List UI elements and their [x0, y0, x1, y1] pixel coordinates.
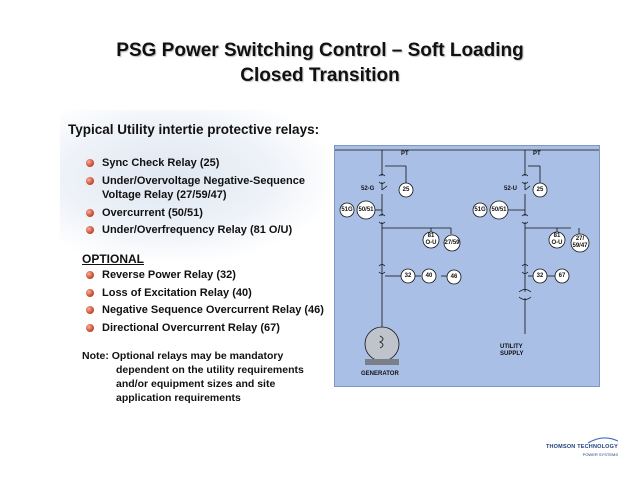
list-item: Under/Overvoltage Negative-Sequence Volt… [86, 174, 326, 203]
relays-heading: Typical Utility intertie protective rela… [68, 122, 320, 137]
list-item: Loss of Excitation Relay (40) [86, 286, 336, 301]
relay-51g-left-label: 51G [341, 207, 353, 213]
relay-67-right-label: 67 [558, 273, 566, 279]
relay-2759-left [443, 234, 461, 252]
logo-tagline: POWER SYSTEMS [582, 452, 618, 457]
typical-relay-list: Sync Check Relay (25) Under/Overvoltage … [86, 156, 326, 241]
relay-32-left [400, 268, 416, 284]
relay-27-right [570, 233, 590, 253]
relay-81-left-label: 81 O-U [425, 233, 437, 246]
relay-5051-left-label: 50/51 [358, 207, 374, 213]
relay-51g-right-label: 51G [474, 207, 486, 213]
relay-40-left [421, 268, 437, 284]
bullet-icon [86, 306, 94, 314]
relay-81-right-label: 81 O-U [551, 233, 563, 246]
relay-25-left-label: 25 [402, 187, 410, 193]
relay-67-right [554, 268, 570, 284]
bullet-icon [86, 271, 94, 279]
title-line-2: Closed Transition [240, 65, 400, 86]
bullet-icon [86, 288, 94, 297]
slide-title: PSG Power Switching Control – Soft Loadi… [60, 38, 580, 88]
relay-46-left [446, 269, 462, 285]
relay-5051-right-label: 50/51 [491, 207, 507, 213]
list-item: Reverse Power Relay (32) [86, 268, 336, 283]
list-item-text: Under/Overvoltage Negative-Sequence Volt… [102, 174, 305, 202]
relay-32-right-label: 32 [536, 273, 544, 279]
company-logo: THOMSON TECHNOLOGY POWER SYSTEMS [536, 437, 618, 464]
list-item: Sync Check Relay (25) [86, 156, 326, 171]
util-breaker-52u [524, 185, 531, 191]
relay-46-left-label: 46 [450, 274, 458, 280]
relay-25-right [532, 182, 548, 198]
note-line-2: dependent on the utility requirements [116, 364, 304, 376]
generator-symbol [364, 326, 400, 365]
note-line-1: Note: Optional relays may be mandatory [82, 350, 284, 362]
list-item-text: Overcurrent (50/51) [102, 206, 203, 219]
heading-glow [60, 110, 330, 260]
relay-5051-left [356, 200, 376, 220]
note-text: Note: Optional relays may be mandatory d… [82, 349, 332, 405]
gen-ct-symbol-2 [378, 264, 386, 274]
relay-27-right-label: 27/ 59/47 [572, 236, 588, 249]
relay-5051-right [489, 200, 509, 220]
bullet-icon [86, 159, 94, 167]
relay-51g-right [472, 202, 488, 218]
list-item-text: Directional Overcurrent Relay (67) [102, 321, 280, 334]
relay-81-right [548, 231, 566, 249]
optional-heading: OPTIONAL [82, 252, 144, 266]
relay-51g-left [339, 202, 355, 218]
relay-81-left [422, 231, 440, 249]
logo-swoosh-icon [588, 437, 618, 444]
relay-25-left [398, 182, 414, 198]
optional-relay-list: Reverse Power Relay (32) Loss of Excitat… [86, 268, 336, 338]
list-item-text: Loss of Excitation Relay (40) [102, 286, 252, 299]
breaker-label-left: 52-G [361, 186, 375, 192]
list-item-text: Under/Overfrequency Relay (81 O/U) [102, 224, 293, 236]
breaker-label-right: 52-U [504, 186, 518, 192]
relay-32-right [532, 268, 548, 284]
utility-supply-label: UTILITY SUPPLY [500, 344, 524, 357]
relay-25-right-label: 25 [536, 187, 544, 193]
note-line-3: and/or equipment sizes and site [116, 378, 276, 390]
list-item: Under/Overfrequency Relay (81 O/U) [86, 223, 326, 238]
logo-name: THOMSON TECHNOLOGY [545, 444, 618, 450]
pt-label-left: PT [401, 151, 409, 157]
bullet-icon [86, 208, 94, 217]
relay-2759-left-label: 27/59 [444, 240, 460, 246]
title-line-1: PSG Power Switching Control – Soft Loadi… [116, 40, 524, 61]
bullet-icon [86, 176, 94, 185]
relay-40-left-label: 40 [425, 273, 433, 279]
gen-breaker-52g [381, 185, 388, 191]
generator-label: GENERATOR [361, 371, 399, 377]
diagram-drawing [335, 149, 599, 365]
relay-32-left-label: 32 [404, 273, 412, 279]
one-line-diagram: PT PT 52-G 52-U 25 25 51G 50/51 51G 50/5… [334, 145, 600, 387]
bullet-icon [86, 323, 94, 332]
list-item: Negative Sequence Overcurrent Relay (46) [86, 303, 336, 318]
util-ct-symbol-2 [521, 264, 529, 274]
list-item-text: Sync Check Relay (25) [102, 157, 220, 169]
list-item: Directional Overcurrent Relay (67) [86, 321, 336, 336]
note-line-4: application requirements [116, 392, 241, 404]
list-item: Overcurrent (50/51) [86, 206, 326, 221]
list-item-text: Negative Sequence Overcurrent Relay (46) [102, 304, 324, 316]
pt-label-right: PT [533, 151, 541, 157]
bullet-icon [86, 226, 94, 234]
list-item-text: Reverse Power Relay (32) [102, 269, 236, 281]
